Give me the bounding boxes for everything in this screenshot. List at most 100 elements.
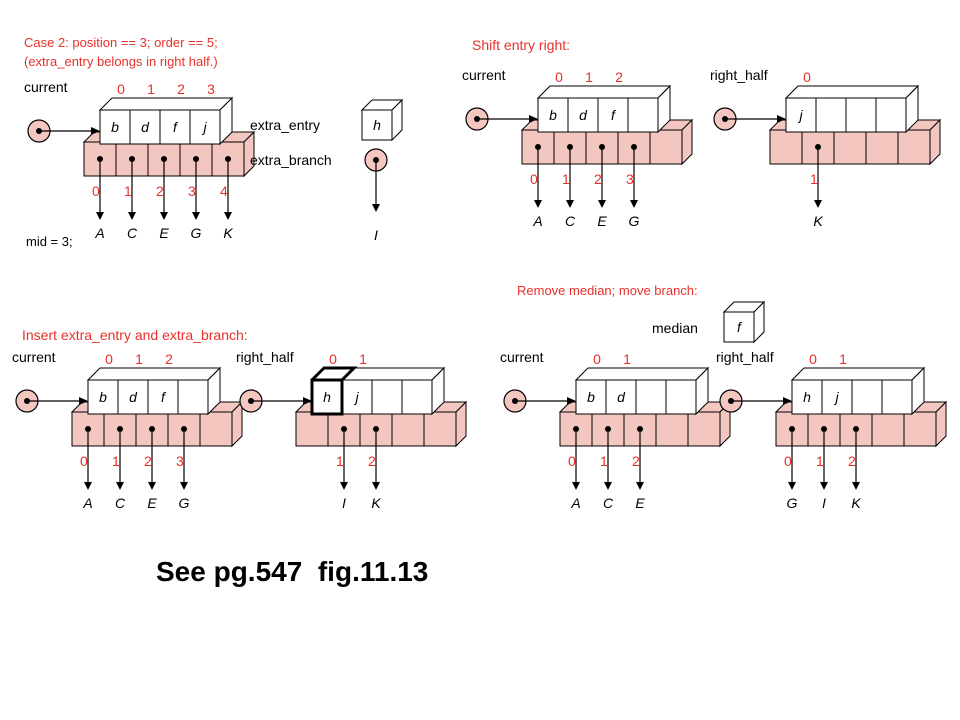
shift-current-node-key-f: f	[611, 107, 617, 123]
case2-current-node-key-f: f	[173, 119, 179, 135]
remove-right-half-node-branch-index: 1	[816, 453, 824, 469]
remove-current-node-entry-index: 0	[593, 351, 601, 367]
insert-right-half-node-key-j: j	[353, 389, 359, 405]
remove-right-half-node-key-j: j	[833, 389, 839, 405]
insert-current-node-branch-index: 0	[80, 453, 88, 469]
case2-current-node-branch-index: 1	[124, 183, 132, 199]
insert-current-node-key-b: b	[99, 389, 107, 405]
insert-right-half-node-child-I: I	[342, 495, 346, 511]
shift-current-node-child-E: E	[597, 213, 607, 229]
case2-current-node-branch-index: 3	[188, 183, 196, 199]
remove-current-node-label: current	[500, 349, 544, 365]
median-cell-value: f	[737, 319, 743, 335]
remove-current-node-key-d: d	[617, 389, 626, 405]
shift-right-half-node-branch-row-front	[769, 129, 931, 165]
case2-current-node-entry-index: 1	[147, 81, 155, 97]
case2-current-node-label: current	[24, 79, 68, 95]
case2-current-node-child-E: E	[159, 225, 169, 241]
insert-current-node-branch-index: 3	[176, 453, 184, 469]
remove-current-node-branch-index: 0	[568, 453, 576, 469]
remove-right-half-node-child-I: I	[822, 495, 826, 511]
remove-current-node-branch-arrow-head	[604, 482, 612, 490]
remove-current-node-branch-arrow-head	[636, 482, 644, 490]
insert-current-node-key-d: d	[129, 389, 138, 405]
shift-current-node-child-C: C	[565, 213, 576, 229]
case2-current-node-child-A: A	[94, 225, 104, 241]
shift-current-node-branch-arrow-head	[534, 200, 542, 208]
case2-current-node-key-d: d	[141, 119, 150, 135]
insert-right-half-node-branch-index: 1	[336, 453, 344, 469]
insert-right-half-node-branch-index: 2	[368, 453, 376, 469]
shift-current-node-branch-index: 1	[562, 171, 570, 187]
case2-current-node-branch-index: 2	[156, 183, 164, 199]
case2-title-line2: (extra_entry belongs in right half.)	[24, 54, 218, 69]
shift-current-node-branch-arrow-head	[630, 200, 638, 208]
remove-right-half-node-key-row-top	[790, 367, 926, 381]
shift-current-node-child-G: G	[629, 213, 640, 229]
remove-current-node-branch-index: 1	[600, 453, 608, 469]
shift-title: Shift entry right:	[472, 37, 570, 53]
shift-current-node-label: current	[462, 67, 506, 83]
remove-right-half-node-child-G: G	[787, 495, 798, 511]
remove-current-node-child-C: C	[603, 495, 614, 511]
shift-current-node-branch-arrow-head	[566, 200, 574, 208]
remove-right-half-node-branch-arrow-head	[788, 482, 796, 490]
remove-right-half-node-branch-index: 0	[784, 453, 792, 469]
remove-current-node-child-E: E	[635, 495, 645, 511]
shift-right-half-node-branch-arrow-head	[814, 200, 822, 208]
remove-right-half-node-branch-index: 2	[848, 453, 856, 469]
remove-right-half-node-entry-index: 1	[839, 351, 847, 367]
remove-current-node-pointer-arrow-head	[567, 397, 576, 405]
remove-current-node-key-row-top	[574, 367, 710, 381]
extra-entry-label: extra_entry	[250, 117, 320, 133]
insert-current-node-entry-index: 2	[165, 351, 173, 367]
shift-current-node-key-row-top	[536, 85, 672, 99]
shift-current-node-entry-index: 1	[585, 69, 593, 85]
case2-current-node-branch-arrow-head	[96, 212, 104, 220]
shift-current-node-branch-arrow-head	[598, 200, 606, 208]
mid-note: mid = 3;	[26, 234, 73, 249]
insert-current-node-key-row-top	[86, 367, 222, 381]
insert-current-node-child-G: G	[179, 495, 190, 511]
extra-branch-label: extra_branch	[250, 152, 332, 168]
insert-right-half-node-key-row-top	[310, 367, 446, 381]
remove-right-half-node-key-h: h	[803, 389, 811, 405]
insert-right-half-node-branch-arrow-head	[372, 482, 380, 490]
insert-current-node-branch-arrow-head	[116, 482, 124, 490]
insert-right-half-node-label: right_half	[236, 349, 294, 365]
insert-current-node-branch-arrow-head	[148, 482, 156, 490]
case2-current-node-entry-index: 3	[207, 81, 215, 97]
remove-right-half-node-branch-arrow-head	[852, 482, 860, 490]
insert-current-node-branch-index: 1	[112, 453, 120, 469]
insert-current-node-key-f: f	[161, 389, 167, 405]
median-label: median	[652, 320, 698, 336]
shift-current-node-entry-index: 0	[555, 69, 563, 85]
insert-right-half-node-pointer-arrow-head	[303, 397, 312, 405]
case2-current-node-key-b: b	[111, 119, 119, 135]
remove-current-node-entry-index: 1	[623, 351, 631, 367]
shift-right-half-node-key-j: j	[797, 107, 803, 123]
insert-current-node-label: current	[12, 349, 56, 365]
case2-current-node-branch-arrow-head	[192, 212, 200, 220]
shift-current-node-branch-index: 0	[530, 171, 538, 187]
insert-right-half-node-key-h: h	[323, 389, 331, 405]
remove-right-half-node-branch-arrow-head	[820, 482, 828, 490]
remove-title: Remove median; move branch:	[517, 283, 698, 298]
insert-current-node-child-A: A	[82, 495, 92, 511]
remove-right-half-node-pointer-arrow-head	[783, 397, 792, 405]
case2-current-node-child-G: G	[191, 225, 202, 241]
insert-right-half-node-child-K: K	[371, 495, 381, 511]
insert-current-node-child-C: C	[115, 495, 126, 511]
case2-current-node-branch-arrow-head	[224, 212, 232, 220]
case2-title-line1: Case 2: position == 3; order == 5;	[24, 35, 218, 50]
shift-right-half-node-key-row-top	[784, 85, 920, 99]
insert-current-node-entry-index: 1	[135, 351, 143, 367]
extra-branch-arrow-head	[372, 204, 380, 212]
insert-current-node-pointer-arrow-head	[79, 397, 88, 405]
shift-current-node-branch-index: 2	[594, 171, 602, 187]
shift-current-node-branch-index: 3	[626, 171, 634, 187]
shift-current-node-key-b: b	[549, 107, 557, 123]
case2-current-node-branch-index: 4	[220, 183, 228, 199]
case2-current-node-pointer-arrow-head	[91, 127, 100, 135]
